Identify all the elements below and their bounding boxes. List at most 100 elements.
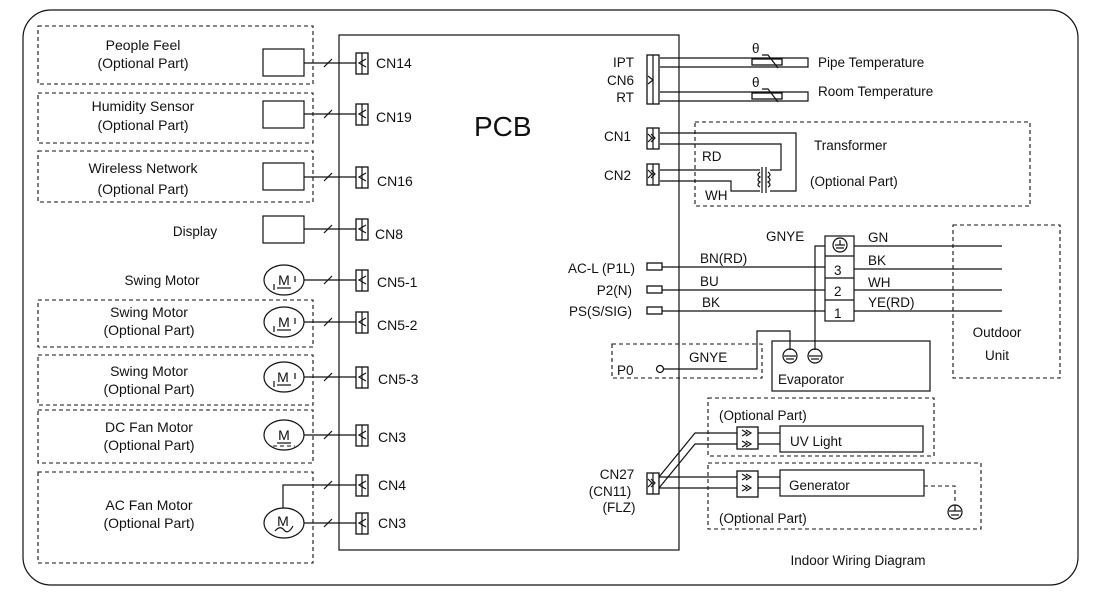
outdoor-unit-boundary: [952, 224, 1061, 379]
p0-boundary: [611, 343, 763, 379]
ipt-label: IPT: [613, 55, 634, 70]
bus-slash-icon: [323, 109, 333, 119]
pcb-label: PCB: [474, 111, 532, 142]
dc-fan-motor-group: DC Fan Motor (Optional Part) M: [37, 409, 356, 464]
optional-boundary: [37, 150, 314, 203]
component-name: Swing Motor: [110, 363, 188, 379]
temperature-sensors-group: IPT CN6 RT θ Pipe Temperature θ Room Tem…: [607, 41, 933, 105]
connector-label: CN5-1: [377, 274, 418, 290]
bus-slash-icon: [323, 275, 333, 285]
terminal-tab: [646, 306, 663, 315]
component-sub: (Optional Part): [97, 181, 188, 197]
component-sub: (Optional Part): [103, 322, 194, 338]
terminal-label: P2(N): [597, 283, 632, 298]
terminal-label: PS(S/SIG): [569, 304, 632, 319]
component-sub: (Optional Part): [103, 437, 194, 453]
transformer-optional-label: (Optional Part): [810, 174, 898, 189]
component-name: Swing Motor: [110, 304, 188, 320]
wire-color-label: BK: [702, 295, 720, 310]
pipe-temperature-label: Pipe Temperature: [818, 55, 924, 70]
optional-boundary: [707, 397, 935, 457]
motor-symbol: M: [277, 513, 289, 529]
ground-icon: [947, 504, 963, 520]
component-name: Display: [173, 224, 218, 239]
bus-slash-icon: [323, 480, 333, 490]
gnye-top-label: GNYE: [766, 229, 804, 244]
out-wire-label: YE(RD): [868, 295, 915, 310]
rt-label: RT: [616, 90, 634, 105]
diagram-title: Indoor Wiring Diagram: [790, 553, 925, 568]
connector-label: CN16: [377, 173, 413, 189]
optional-boundary: [37, 92, 314, 144]
outdoor-label: Outdoor: [973, 325, 1022, 340]
component-sub: (Optional Part): [97, 55, 188, 71]
uv-light-label: UV Light: [790, 434, 842, 449]
evaporator-box: [771, 340, 931, 392]
ground-icon: [832, 237, 848, 253]
thermistor-icon: [751, 92, 783, 100]
terminal-tab: [646, 262, 663, 271]
evaporator-label: Evaporator: [778, 372, 845, 387]
gnye-bottom-label: GNYE: [689, 350, 727, 365]
optional-loads-group: CN27 (CN11) (FLZ) (Optional Part) UV Lig…: [589, 397, 982, 530]
module-box: [262, 215, 305, 244]
module-box: [262, 48, 305, 77]
bus-slash-icon: [323, 172, 333, 182]
connector-label: CN5-3: [378, 371, 419, 387]
power-terminals-group: GNYE AC-L (P1L) P2(N) PS(S/SIG) BN(RD) B…: [568, 224, 1061, 392]
terminal-number: 2: [834, 284, 842, 299]
wire-color-label: BN(RD): [700, 251, 747, 266]
terminal-number: 3: [834, 263, 842, 278]
connector-label: CN19: [376, 109, 412, 125]
bus-slash-icon: [323, 372, 333, 382]
motor-symbol: M: [278, 272, 290, 288]
cn2-label: CN2: [604, 168, 631, 183]
wh-wire-label: WH: [705, 188, 728, 203]
swing-motor-3-group: Swing Motor (Optional Part) M: [37, 354, 356, 406]
component-name: AC Fan Motor: [105, 497, 192, 513]
uv-light-box: [779, 425, 924, 453]
out-wire-label: WH: [868, 275, 891, 290]
cn6-label: CN6: [607, 73, 634, 88]
swing-motor-1-group: Swing Motor M: [124, 264, 356, 296]
theta-symbol: θ: [752, 75, 760, 90]
component-name: People Feel: [106, 37, 181, 53]
out-wire-label: BK: [868, 253, 886, 268]
component-sub: (Optional Part): [97, 117, 188, 133]
connector-label: CN3: [378, 429, 406, 445]
component-name: Swing Motor: [124, 273, 200, 288]
ac-fan-motor-group: AC Fan Motor (Optional Part) M: [37, 471, 356, 564]
optional-boundary: [37, 354, 314, 406]
bus-slash-icon: [323, 58, 333, 68]
transformer-label: Transformer: [814, 138, 888, 153]
people-feel-group: People Feel (Optional Part): [37, 25, 356, 85]
humidity-sensor-group: Humidity Sensor (Optional Part): [37, 92, 356, 144]
connector-label: CN5-2: [377, 317, 418, 333]
swing-motor-2-group: Swing Motor (Optional Part) M: [37, 299, 356, 348]
pcb-board: [338, 34, 680, 551]
generator-label: Generator: [789, 478, 850, 493]
flz-label: (FLZ): [603, 500, 636, 515]
optional-boundary: [694, 121, 1031, 207]
connector-label: CN8: [375, 226, 403, 242]
connector-label: CN4: [378, 477, 406, 493]
optional-boundary: [37, 471, 314, 564]
bus-slash-icon: [323, 224, 333, 234]
rd-wire-label: RD: [702, 149, 722, 164]
cn11-label: (CN11): [589, 484, 632, 499]
motor-symbol: M: [278, 427, 290, 443]
p0-terminal-icon: [655, 364, 665, 374]
optional-boundary: [37, 25, 314, 85]
ground-icon: [782, 348, 798, 364]
terminal-number: 1: [834, 306, 842, 321]
component-name: Wireless Network: [89, 160, 199, 176]
component-sub: (Optional Part): [103, 381, 194, 397]
generator-box: [779, 469, 925, 497]
p0-label: P0: [617, 363, 634, 378]
motor-symbol: M: [278, 314, 290, 330]
component-name: Humidity Sensor: [92, 98, 195, 114]
wire-color-label: BU: [700, 274, 719, 289]
ground-icon: [807, 348, 823, 364]
module-box: [262, 162, 305, 191]
